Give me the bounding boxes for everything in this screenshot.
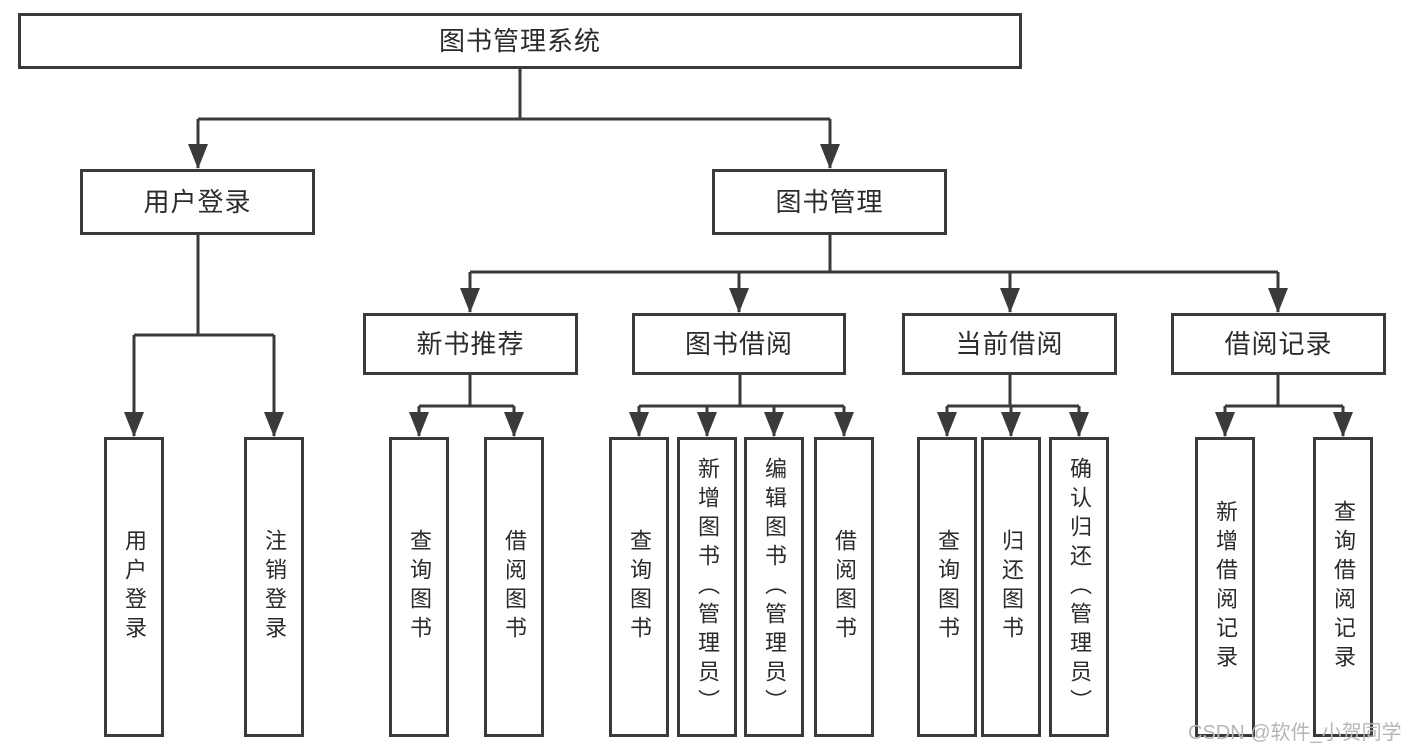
leaf-borrow-books: 借阅图书 (814, 437, 874, 737)
connector-user-login-children (124, 235, 284, 437)
leaf-user-login-label: 用户登录 (122, 529, 147, 645)
leaf-logout-label: 注销登录 (262, 529, 287, 645)
node-book-management: 图书管理 (712, 169, 947, 235)
leaf-query-books-borrowing: 查询图书 (609, 437, 669, 737)
node-library-management-system-label: 图书管理系统 (438, 26, 601, 56)
leaf-query-books-recommend: 查询图书 (389, 437, 449, 737)
node-current-borrowing-label: 当前借阅 (955, 329, 1064, 359)
connector-book-borrowing-children (629, 375, 854, 437)
csdn-watermark: CSDN @软件_小贺同学 (1188, 722, 1402, 744)
leaf-return-books: 归还图书 (981, 437, 1041, 737)
leaf-logout: 注销登录 (244, 437, 304, 737)
leaf-add-borrow-record-label: 新增借阅记录 (1213, 500, 1238, 674)
leaf-add-borrow-record: 新增借阅记录 (1195, 437, 1255, 737)
node-book-borrowing-label: 图书借阅 (684, 329, 793, 359)
leaf-add-books-admin-label: 新增图书（管理员） (695, 456, 720, 718)
node-user-login-label: 用户登录 (143, 187, 252, 217)
node-book-borrowing: 图书借阅 (632, 313, 846, 375)
connector-current-borrowing-children (937, 375, 1089, 437)
connector-root-to-level2 (188, 69, 840, 169)
leaf-query-books-recommend-label: 查询图书 (407, 529, 432, 645)
node-current-borrowing: 当前借阅 (902, 313, 1117, 375)
node-new-book-recommend: 新书推荐 (363, 313, 578, 375)
leaf-query-borrow-record: 查询借阅记录 (1313, 437, 1373, 737)
leaf-query-borrow-record-label: 查询借阅记录 (1331, 500, 1356, 674)
leaf-borrow-books-recommend-label: 借阅图书 (502, 529, 527, 645)
connector-new-book-children (409, 375, 524, 437)
node-borrow-records-label: 借阅记录 (1224, 329, 1333, 359)
node-borrow-records: 借阅记录 (1171, 313, 1386, 375)
leaf-query-books-current: 查询图书 (917, 437, 977, 737)
leaf-edit-books-admin: 编辑图书（管理员） (744, 437, 804, 737)
leaf-borrow-books-label: 借阅图书 (832, 529, 857, 645)
leaf-confirm-return-admin: 确认归还（管理员） (1049, 437, 1109, 737)
leaf-borrow-books-recommend: 借阅图书 (484, 437, 544, 737)
leaf-return-books-label: 归还图书 (999, 529, 1024, 645)
leaf-query-books-borrowing-label: 查询图书 (627, 529, 652, 645)
node-user-login: 用户登录 (80, 169, 315, 235)
connector-borrow-records-children (1215, 375, 1353, 437)
leaf-query-books-current-label: 查询图书 (935, 529, 960, 645)
node-new-book-recommend-label: 新书推荐 (416, 329, 525, 359)
leaf-add-books-admin: 新增图书（管理员） (677, 437, 737, 737)
node-book-management-label: 图书管理 (775, 187, 884, 217)
node-library-management-system: 图书管理系统 (18, 13, 1022, 69)
connector-book-management-children (460, 235, 1288, 313)
leaf-user-login: 用户登录 (104, 437, 164, 737)
leaf-confirm-return-admin-label: 确认归还（管理员） (1067, 456, 1092, 718)
leaf-edit-books-admin-label: 编辑图书（管理员） (762, 456, 787, 718)
